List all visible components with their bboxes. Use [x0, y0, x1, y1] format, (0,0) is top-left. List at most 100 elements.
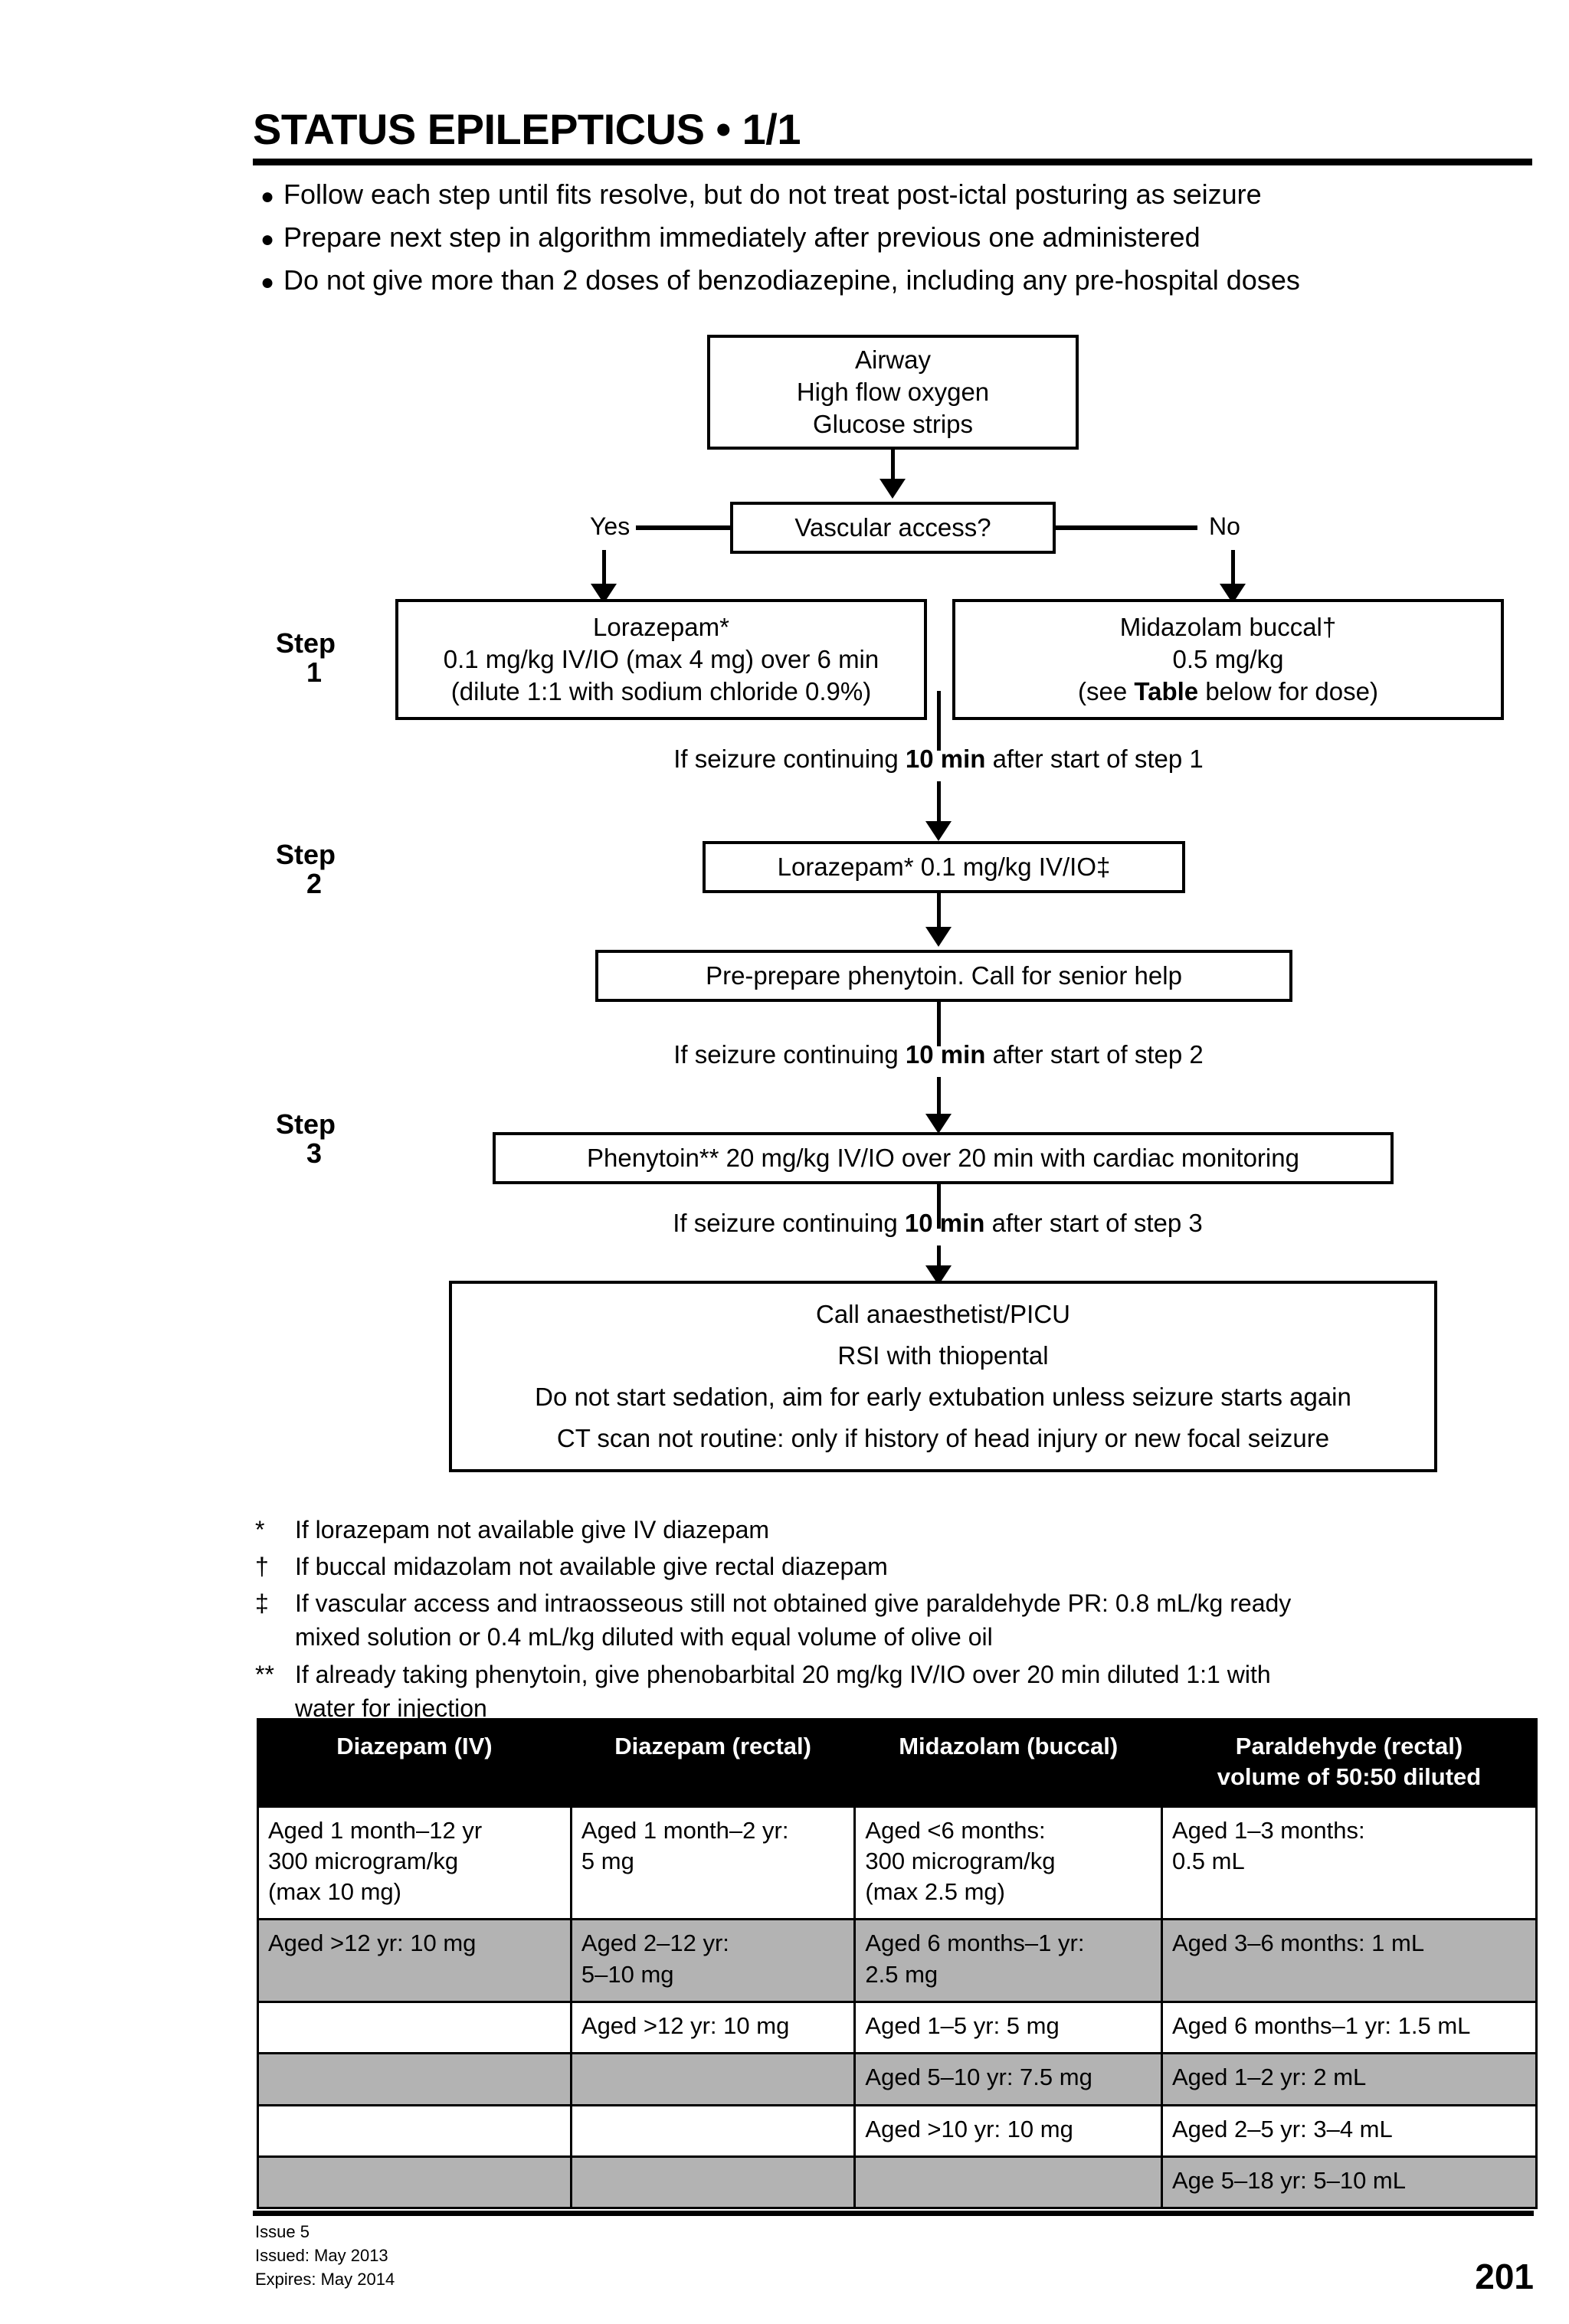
- table-cell: Aged 1 month–12 yr 300 microgram/kg (max…: [257, 1805, 572, 1921]
- footer-metadata: Issue 5 Issued: May 2013 Expires: May 20…: [255, 2220, 395, 2292]
- footnote-item: ** If already taking phenytoin, give phe…: [255, 1658, 1542, 1725]
- connector-transition2-to-step3: [937, 1077, 941, 1120]
- transition-text-3: If seizure continuing 10 min after start…: [627, 1209, 1249, 1238]
- transition1-pre: If seizure continuing: [673, 745, 906, 773]
- table-cell: Aged <6 months: 300 microgram/kg (max 2.…: [853, 1805, 1163, 1921]
- transition1-post: after start of step 1: [985, 745, 1204, 773]
- cell-line: 300 microgram/kg: [268, 1847, 459, 1874]
- step-label-3-number: 3: [306, 1137, 323, 1169]
- page-header: STATUS EPILEPTICUS • 1/1: [253, 105, 1532, 165]
- table-row: Aged >12 yr: 10 mg Aged 1–5 yr: 5 mg Age…: [257, 2001, 1538, 2055]
- cell-line: Aged >12 yr: 10 mg: [581, 2012, 790, 2040]
- footnote-list: * If lorazepam not available give IV dia…: [255, 1513, 1542, 1728]
- table-cell: [257, 2052, 572, 2106]
- page-number: 201: [1475, 2257, 1534, 2296]
- step-label-2-number: 2: [306, 868, 323, 899]
- connector-yes-down: [602, 550, 606, 591]
- cell-line: 2.5 mg: [865, 1960, 938, 1988]
- cell-line: Aged 1–5 yr: 5 mg: [865, 2012, 1060, 2040]
- airway-line-3: Glucose strips: [812, 410, 974, 439]
- bullet-item: ● Prepare next step in algorithm immedia…: [260, 224, 1548, 251]
- prepare-box-text: Pre-prepare phenytoin. Call for senior h…: [706, 961, 1182, 990]
- table-cell: [853, 2155, 1163, 2210]
- footnote-text: If vascular access and intraosseous stil…: [295, 1586, 1542, 1654]
- step-label-3-word: Step: [276, 1108, 336, 1140]
- arrowhead-airway-to-decision: [879, 479, 906, 499]
- page-title: STATUS EPILEPTICUS • 1/1: [253, 105, 801, 153]
- connector-step3-to-transition3: [937, 1184, 941, 1229]
- footnote-marker: †: [255, 1553, 269, 1581]
- connector-airway-to-decision: [891, 450, 895, 485]
- bullet-text: Follow each step until fits resolve, but…: [283, 178, 1262, 210]
- cell-line: Aged 1 month–12 yr: [268, 1816, 483, 1844]
- arrowhead-step3: [925, 1114, 952, 1134]
- table-cell: Aged 3–6 months: 1 mL: [1160, 1918, 1538, 2004]
- header-line: Paraldehyde (rectal): [1235, 1733, 1463, 1759]
- table-cell: [257, 2155, 572, 2210]
- cell-line: Aged 1–2 yr: 2 mL: [1171, 2064, 1367, 2091]
- footnote-text-line: If already taking phenytoin, give phenob…: [295, 1660, 1271, 1688]
- branch-label-no: No: [1209, 512, 1240, 540]
- arrowhead-step2: [925, 821, 952, 841]
- step-label-1: Step 1: [276, 630, 336, 686]
- table-cell: Aged 2–5 yr: 3–4 mL: [1160, 2103, 1538, 2158]
- cell-line: Aged 2–12 yr:: [581, 1930, 729, 1957]
- header-line: Midazolam (buccal): [899, 1733, 1119, 1759]
- step-label-3: Step 3: [276, 1111, 336, 1167]
- flow-box-lorazepam-step2: Lorazepam* 0.1 mg/kg IV/IO‡: [703, 841, 1185, 893]
- cell-line: (max 2.5 mg): [865, 1878, 1006, 1906]
- flow-box-midazolam-step1: Midazolam buccal† 0.5 mg/kg (see Table b…: [952, 599, 1504, 720]
- table-cell: Aged 2–12 yr: 5–10 mg: [569, 1918, 857, 2004]
- footer-issue: Issue 5: [255, 2222, 310, 2241]
- bullet-item: ● Do not give more than 2 doses of benzo…: [260, 267, 1548, 294]
- cell-line: (max 10 mg): [268, 1878, 401, 1906]
- dose-table: Diazepam (IV) Diazepam (rectal) Midazola…: [257, 1718, 1538, 2210]
- table-cell: Aged 5–10 yr: 7.5 mg: [853, 2052, 1163, 2106]
- table-cell: Aged 1–5 yr: 5 mg: [853, 2001, 1163, 2055]
- table-cell: Aged 1 month–2 yr: 5 mg: [569, 1805, 857, 1921]
- branch-line-yes: [636, 525, 730, 530]
- step2-box-text: Lorazepam* 0.1 mg/kg IV/IO‡: [777, 852, 1111, 881]
- bullet-text: Prepare next step in algorithm immediate…: [283, 221, 1200, 253]
- header-line: Diazepam (rectal): [614, 1733, 811, 1759]
- final-line-4: CT scan not routine: only if history of …: [556, 1424, 1330, 1453]
- footnote-text: If buccal midazolam not available give r…: [295, 1553, 888, 1581]
- footnote-text-line: mixed solution or 0.4 mL/kg diluted with…: [295, 1623, 993, 1651]
- midazolam-line-2: 0.5 mg/kg: [1172, 644, 1284, 673]
- transition2-pre: If seizure continuing: [673, 1040, 906, 1069]
- connector-no-down: [1231, 550, 1235, 591]
- branch-line-no: [1056, 525, 1197, 530]
- bullet-item: ● Follow each step until fits resolve, b…: [260, 181, 1548, 208]
- footnote-item: ‡ If vascular access and intraosseous st…: [255, 1586, 1542, 1654]
- step-label-2-word: Step: [276, 839, 336, 870]
- flow-box-phenytoin-step3: Phenytoin** 20 mg/kg IV/IO over 20 min w…: [493, 1132, 1394, 1184]
- step3-box-text: Phenytoin** 20 mg/kg IV/IO over 20 min w…: [587, 1143, 1299, 1172]
- table-row: Aged 5–10 yr: 7.5 mg Aged 1–2 yr: 2 mL: [257, 2052, 1538, 2106]
- transition-text-2: If seizure continuing 10 min after start…: [628, 1040, 1249, 1069]
- bullet-text: Do not give more than 2 doses of benzodi…: [283, 264, 1300, 296]
- table-header-diazepam-iv: Diazepam (IV): [257, 1718, 572, 1808]
- transition2-post: after start of step 2: [985, 1040, 1204, 1069]
- cell-line: Aged 6 months–1 yr: 1.5 mL: [1171, 2012, 1471, 2040]
- table-header-paraldehyde-rectal: Paraldehyde (rectal) volume of 50:50 dil…: [1160, 1718, 1538, 1808]
- flow-box-pre-prepare-phenytoin: Pre-prepare phenytoin. Call for senior h…: [595, 950, 1292, 1002]
- footnote-marker: **: [255, 1660, 274, 1688]
- table-cell: Aged 1–2 yr: 2 mL: [1160, 2052, 1538, 2106]
- title-rule: [253, 158, 1532, 165]
- table-cell: [569, 2155, 857, 2210]
- bullet-dot-icon: ●: [260, 227, 275, 252]
- midazolam-line-1: Midazolam buccal†: [1119, 612, 1337, 641]
- footnote-item: † If buccal midazolam not available give…: [255, 1550, 1542, 1583]
- table-cell: [569, 2052, 857, 2106]
- header-line: Diazepam (IV): [336, 1733, 493, 1759]
- table-cell: [257, 2001, 572, 2055]
- midazolam-table-ref: Table: [1134, 677, 1199, 706]
- footer-issued: Issued: May 2013: [255, 2246, 388, 2266]
- table-cell: Aged >12 yr: 10 mg: [569, 2001, 857, 2055]
- flow-box-airway: Airway High flow oxygen Glucose strips: [707, 335, 1079, 450]
- table-row: Aged >12 yr: 10 mg Aged 2–12 yr: 5–10 mg…: [257, 1918, 1538, 2004]
- cell-line: Aged >12 yr: 10 mg: [268, 1930, 477, 1957]
- connector-transition1-to-step2: [937, 781, 941, 827]
- cell-line: Aged 1–3 months:: [1171, 1816, 1365, 1844]
- step-label-2: Step 2: [276, 841, 336, 898]
